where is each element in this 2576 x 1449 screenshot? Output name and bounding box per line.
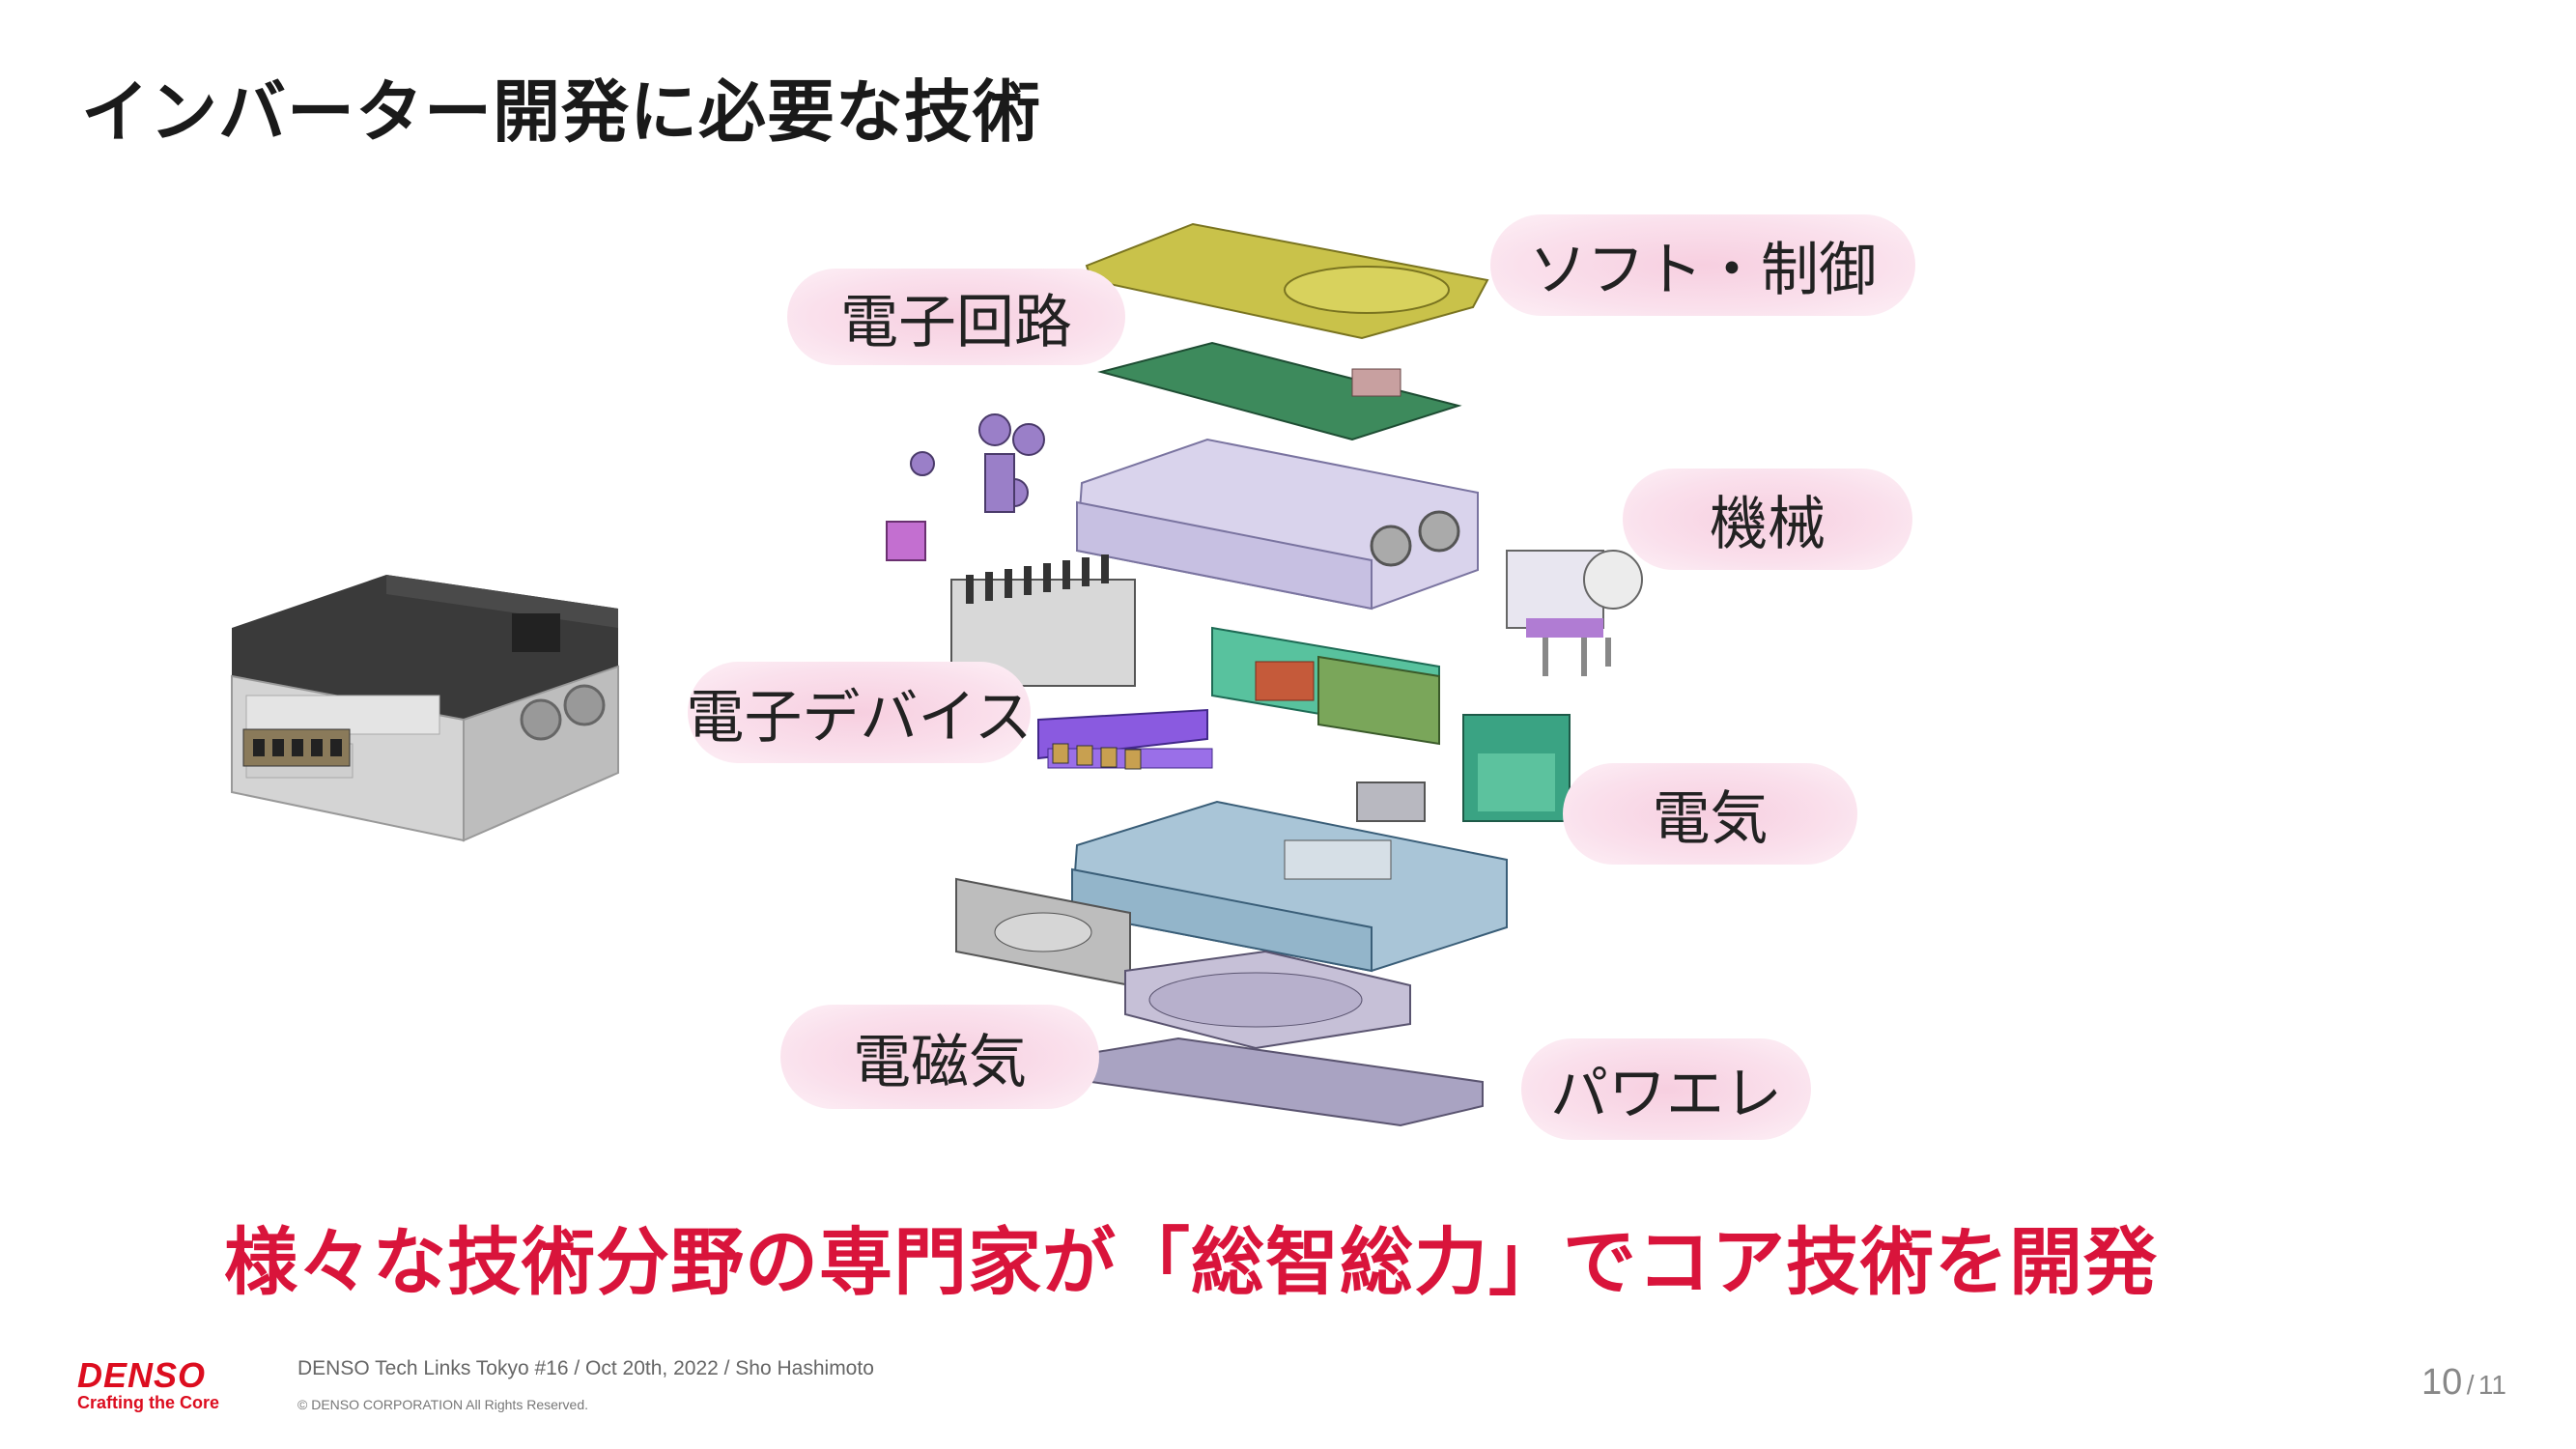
label-electromagnetic: 電磁気 [780,1005,1099,1109]
footer-event-info: DENSO Tech Links Tokyo #16 / Oct 20th, 2… [297,1357,874,1379]
page-current: 10 [2420,1362,2463,1403]
label-power-electronics: パワエレ [1521,1038,1811,1140]
slide-tagline: 様々な技術分野の専門家が「総智総力」でコア技術を開発 [224,1219,2158,1305]
label-software-control: ソフト・制御 [1490,214,1915,316]
label-mechanical: 機械 [1623,469,1912,570]
label-electronic-circuit: 電子回路 [787,269,1125,365]
label-electronic-device: 電子デバイス [686,662,1033,763]
denso-logo: DENSO [77,1355,207,1395]
label-electrical: 電気 [1563,763,1857,865]
page-number: 10 / 11 [2421,1362,2506,1404]
slide-title: インバーター開発に必要な技術 [81,72,1041,152]
assembled-inverter-image [231,575,619,842]
page-separator: / [2466,1370,2475,1400]
page-total: 11 [2477,1370,2506,1400]
footer-copyright: © DENSO CORPORATION All Rights Reserved. [297,1397,589,1412]
exploded-inverter-image [886,222,1643,1127]
denso-logo-tagline: Crafting the Core [77,1393,220,1412]
